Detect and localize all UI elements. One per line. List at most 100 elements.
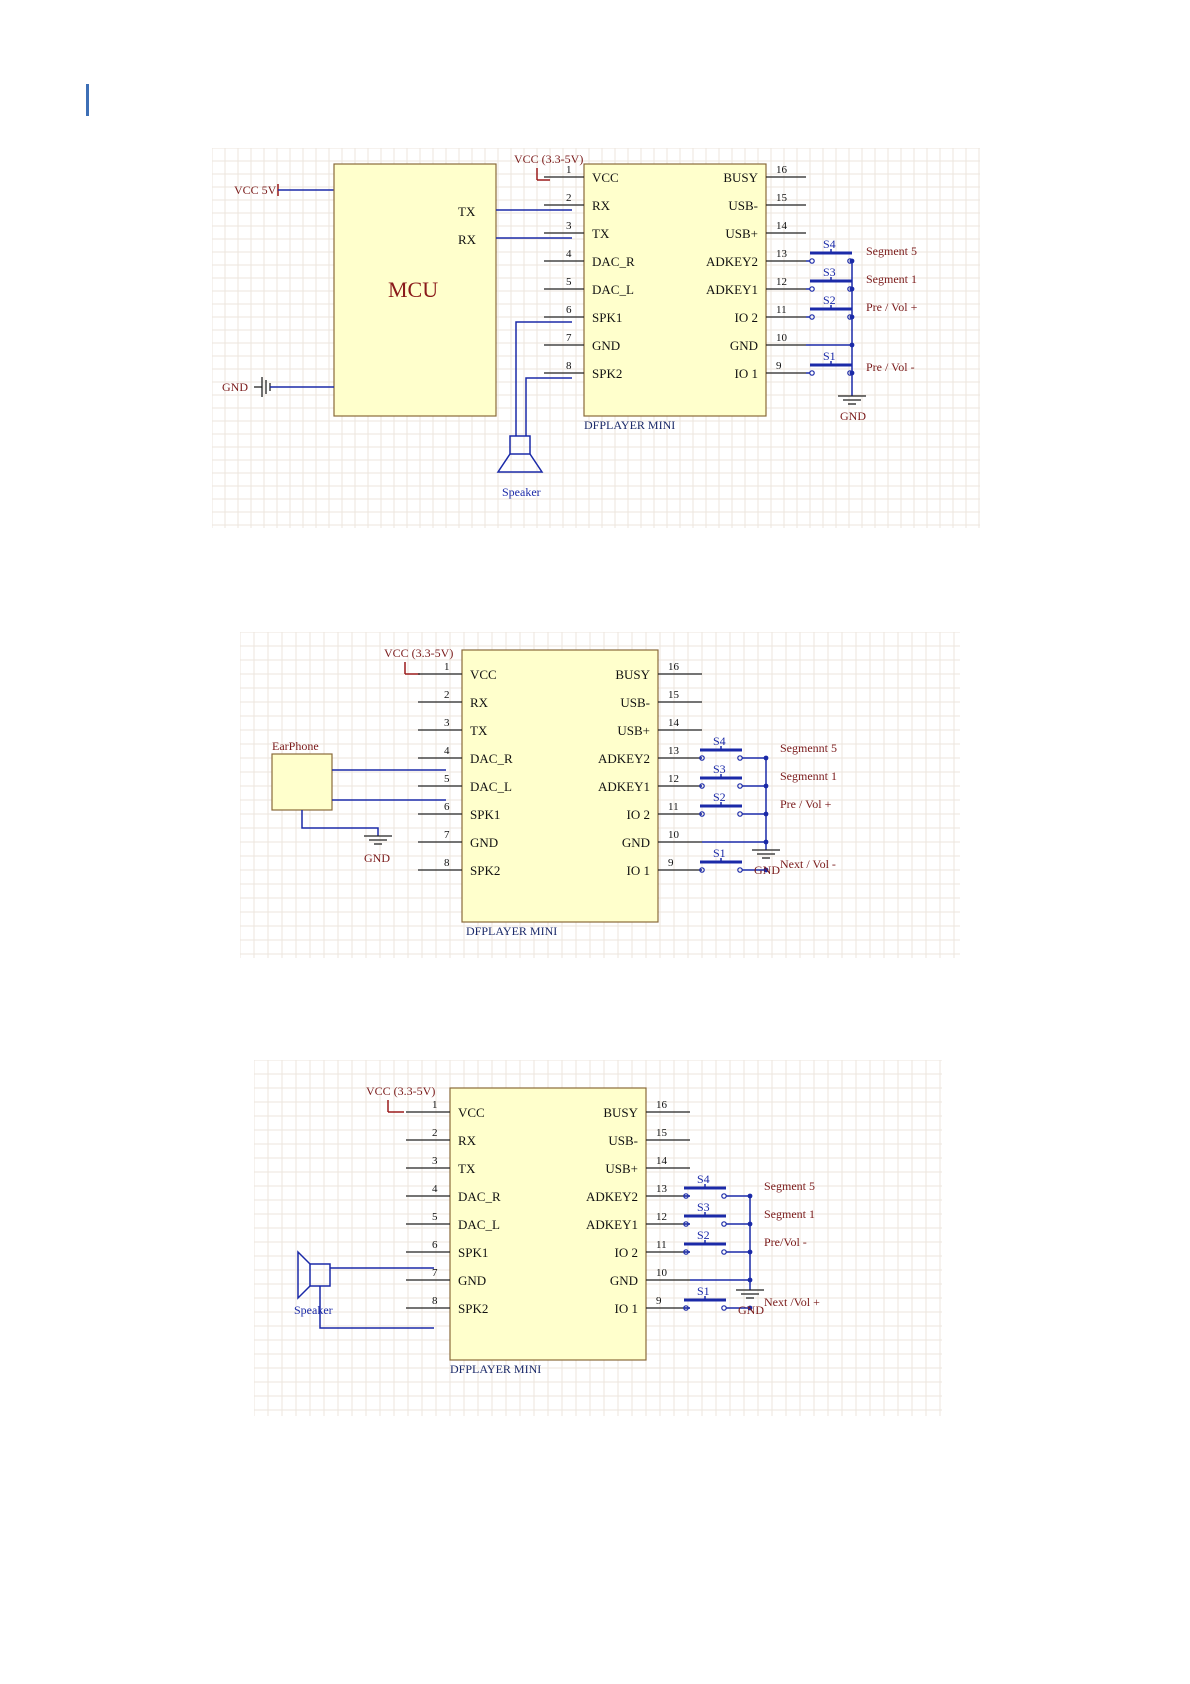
module-name-3: DFPLAYER MINI [450,1362,541,1376]
switch-label: S3 [697,1200,710,1214]
pin-number: 7 [444,829,450,841]
pin-number: 3 [432,1155,438,1167]
module-name-2: DFPLAYER MINI [466,924,557,938]
pin-number: 2 [566,192,572,204]
switch-label: S4 [697,1172,710,1186]
pin-number: 16 [776,164,788,176]
pin-name: IO 2 [627,807,650,822]
pin-number: 8 [566,360,572,372]
pin-name: DAC_R [470,751,513,766]
pin-name: SPK1 [592,310,622,325]
pin-number: 2 [432,1127,438,1139]
pin-number: 14 [668,717,680,729]
gnd-label: GND [754,863,780,877]
switch-contact [721,1221,727,1227]
wire-spk2-3 [319,1286,434,1329]
pin-number: 14 [656,1155,668,1167]
mcu-pin-tx: TX [458,204,476,219]
switch-label: S3 [713,762,726,776]
pin-number: 9 [776,360,782,372]
pin-name: ADKEY1 [598,779,650,794]
pin-number: 12 [656,1211,667,1223]
segment-label: Segmennt 1 [780,769,837,783]
pin-name: SPK1 [470,807,500,822]
pin-number: 10 [668,829,680,841]
switch-contact [809,258,815,264]
pin-number: 12 [776,276,787,288]
switch-contact [809,286,815,292]
segment-label: Segment 1 [866,272,917,286]
pin-name: DAC_R [458,1189,501,1204]
pin-number: 5 [432,1211,438,1223]
pin-name: ADKEY1 [586,1217,638,1232]
switch-contact [809,314,815,320]
mcu-label: MCU [388,277,438,302]
pin-name: IO 1 [735,366,758,381]
switch-contact [683,1305,689,1311]
pin-number: 14 [776,220,788,232]
pin-name: RX [592,198,611,213]
switch-contact [699,867,705,873]
speaker-icon [297,1250,331,1300]
switch-label: S2 [713,790,726,804]
pin-name: ADKEY2 [598,751,650,766]
pin-name: USB+ [605,1161,638,1176]
pin-name: USB- [620,695,650,710]
switch-contact [699,755,705,761]
wire-spk2 [525,377,572,436]
gnd-symbol-2-left [364,835,392,845]
margin-bar [86,84,89,116]
switch-contact [721,1193,727,1199]
switch-contact [683,1193,689,1199]
pin-number: 4 [444,745,450,757]
vcc5-label: VCC 5V [234,183,277,197]
pin-number: 5 [566,276,572,288]
vcc-label-1: VCC (3.3-5V) [514,152,583,166]
mcu-pin-rx: RX [458,232,477,247]
pin-number: 4 [566,248,572,260]
gnd-label: GND [738,1303,764,1317]
pin-number: 9 [668,857,674,869]
pin-name: DAC_L [458,1217,500,1232]
switch-label: S4 [713,734,726,748]
vcc-label-3: VCC (3.3-5V) [366,1084,435,1098]
segment-label: Segmennt 5 [780,741,837,755]
earphone-label: EarPhone [272,739,319,753]
dfplayer-module-2 [461,649,659,923]
pin-number: 1 [432,1099,438,1111]
switch-label: S3 [823,265,836,279]
segment-label: Next /Vol + [764,1295,820,1309]
pin-name: USB- [728,198,758,213]
pin-number: 11 [668,801,679,813]
switch-contact [721,1305,727,1311]
pin-number: 16 [668,661,680,673]
pin-name: ADKEY2 [706,254,758,269]
pin-name: SPK2 [470,863,500,878]
pin-name: BUSY [603,1105,638,1120]
pin-number: 13 [668,745,680,757]
pin-number: 15 [776,192,788,204]
pin-name: USB+ [725,226,758,241]
switch-label: S2 [823,293,836,307]
switch-contact [683,1249,689,1255]
pin-number: 11 [656,1239,667,1251]
mcu-block [333,163,497,417]
segment-label: Pre/Vol - [764,1235,807,1249]
pin-name: DAC_R [592,254,635,269]
switch-label: S2 [697,1228,710,1242]
module-name-1: DFPLAYER MINI [584,418,675,432]
switch-label: S1 [823,349,836,363]
pin-number: 12 [668,773,679,785]
pin-name: SPK2 [458,1301,488,1316]
pin-number: 3 [444,717,450,729]
schematic-earphone: VCC (3.3-5V) DFPLAYER MINI EarPhone GND … [240,632,960,958]
gnd-mcu-label: GND [222,380,248,394]
switch-label: S1 [713,846,726,860]
segment-label: Pre / Vol - [866,360,915,374]
pin-number: 6 [432,1239,438,1251]
